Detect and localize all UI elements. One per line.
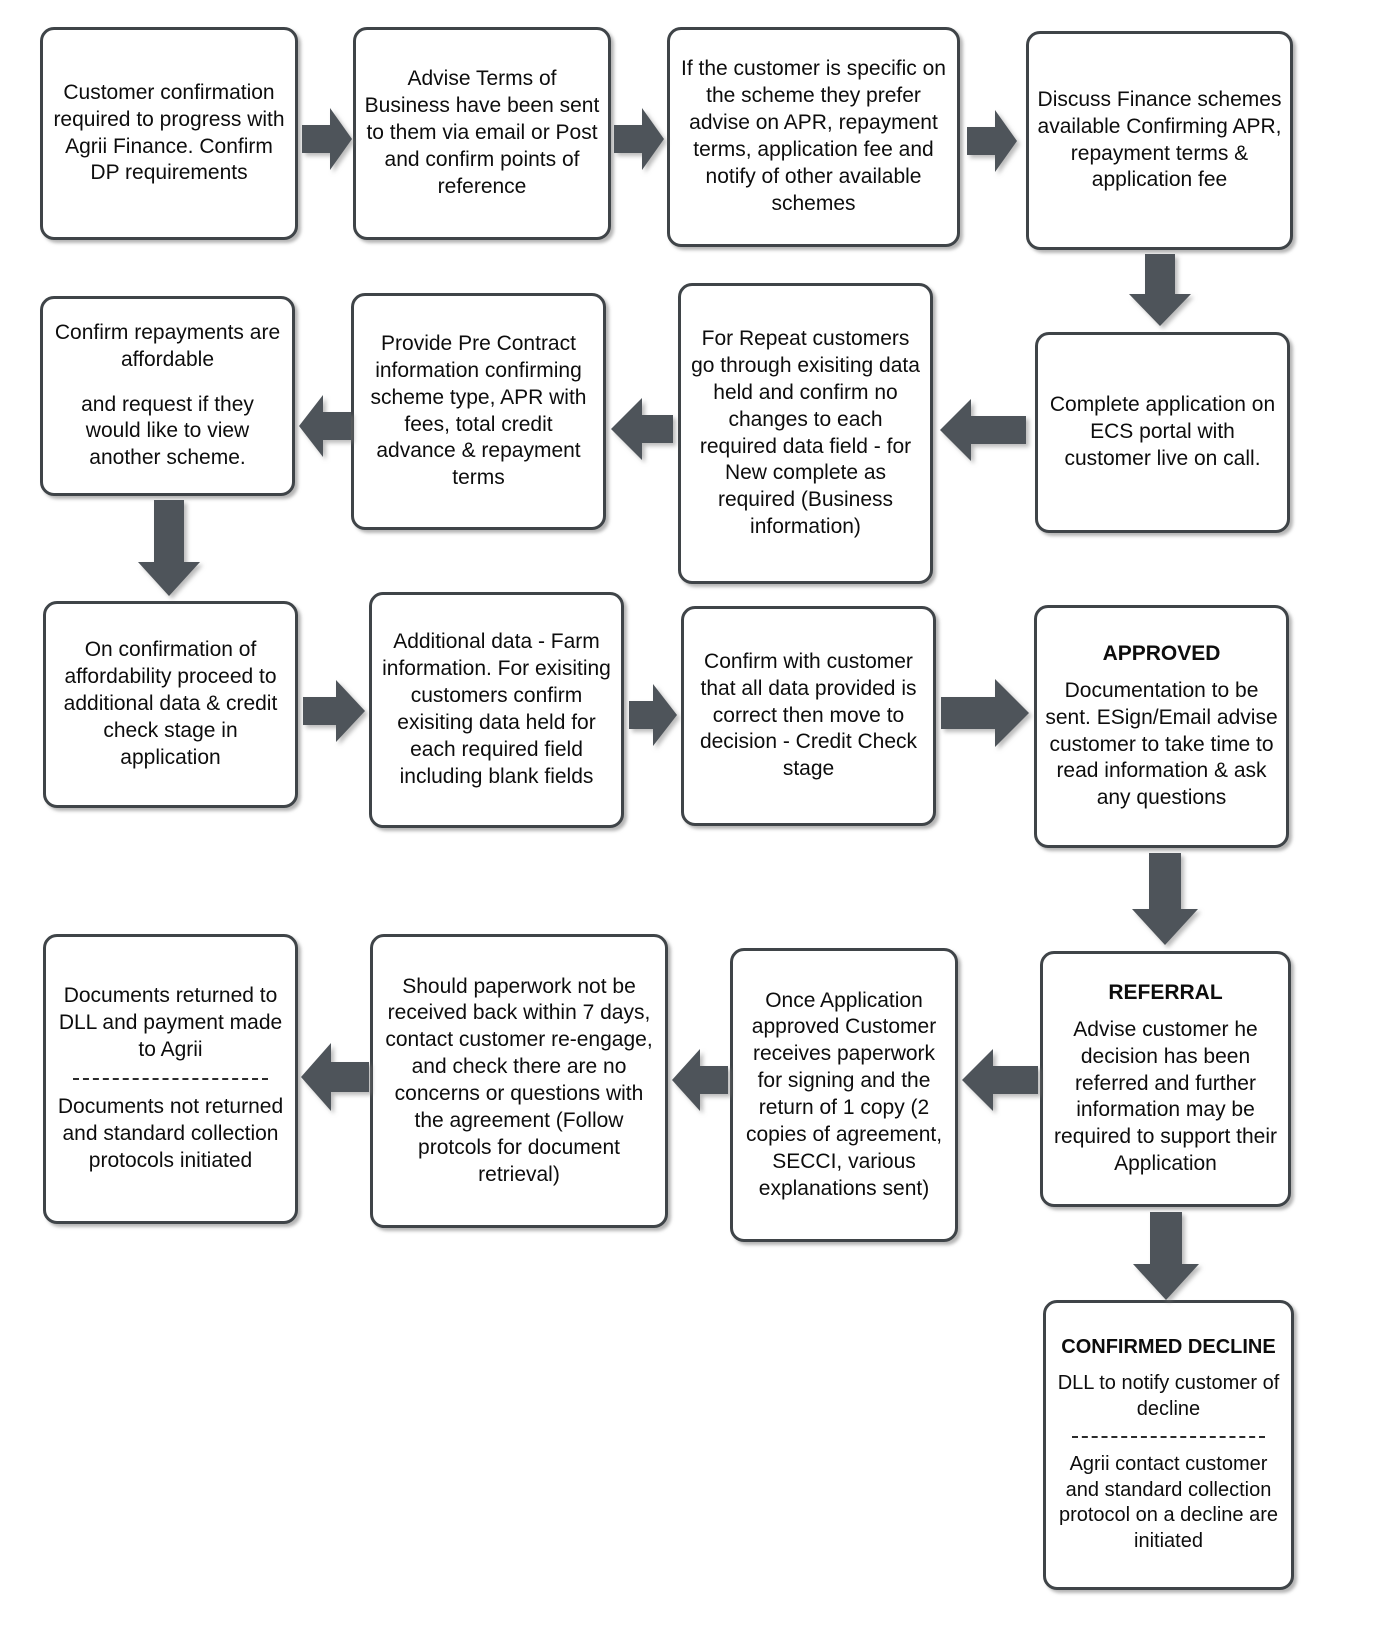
arrow-down-n8-n9 <box>138 500 200 596</box>
node-text: Additional data - Farm information. For … <box>382 630 611 788</box>
arrow-left-n15-n16 <box>301 1043 369 1111</box>
node-text: Should paperwork not be received back wi… <box>385 974 653 1186</box>
node-confirm-repayments-affordable[interactable]: Confirm repayments are affordable and re… <box>40 296 295 496</box>
arrow-left-n14-n15 <box>672 1049 728 1111</box>
node-text-part1: Documents returned to DLL and payment ma… <box>58 984 283 1062</box>
node-text: Discuss Finance schemes available Confir… <box>1037 87 1282 192</box>
node-header: APPROVED <box>1102 641 1221 665</box>
node-advise-terms-of-business[interactable]: Advise Terms of Business have been sent … <box>353 27 611 240</box>
node-discuss-finance-schemes[interactable]: Discuss Finance schemes available Confir… <box>1026 31 1293 250</box>
arrow-left-n6-n7 <box>611 398 673 460</box>
node-once-application-approved[interactable]: Once Application approved Customer recei… <box>730 948 958 1242</box>
arrow-right-n9-n10 <box>303 680 365 742</box>
node-documents-returned-dll[interactable]: Documents returned to DLL and payment ma… <box>43 934 298 1224</box>
node-text: Complete application on ECS portal with … <box>1049 393 1276 470</box>
node-text-part2: and request if they would like to view a… <box>81 392 254 470</box>
arrow-down-n13-n17 <box>1133 1212 1199 1300</box>
node-text: Provide Pre Contract information confirm… <box>370 331 587 490</box>
node-on-confirmation-affordability[interactable]: On confirmation of affordability proceed… <box>43 601 298 808</box>
node-text: Advise Terms of Business have been sent … <box>364 67 600 198</box>
node-provide-pre-contract-information[interactable]: Provide Pre Contract information confirm… <box>351 293 606 530</box>
dashed-divider <box>72 1078 269 1080</box>
node-confirm-data-correct[interactable]: Confirm with customer that all data prov… <box>681 606 936 826</box>
node-customer-specific-scheme[interactable]: If the customer is specific on the schem… <box>667 27 960 247</box>
node-text: If the customer is specific on the schem… <box>681 57 946 215</box>
node-approved[interactable]: APPROVED Documentation to be sent. ESign… <box>1034 605 1289 848</box>
node-confirmed-decline[interactable]: CONFIRMED DECLINE DLL to notify customer… <box>1043 1300 1294 1590</box>
node-text: For Repeat customers go through exisitin… <box>691 327 920 539</box>
node-customer-confirmation[interactable]: Customer confirmation required to progre… <box>40 27 298 240</box>
node-header: CONFIRMED DECLINE <box>1061 1336 1276 1359</box>
arrow-left-n13-n14 <box>962 1049 1038 1111</box>
node-text-part2: Documents not returned and standard coll… <box>57 1095 284 1172</box>
node-text-part1: Confirm repayments are affordable <box>54 320 281 371</box>
node-text: Once Application approved Customer recei… <box>745 988 943 1200</box>
node-referral[interactable]: REFERRAL Advise customer he decision has… <box>1040 951 1291 1207</box>
node-text-part1: DLL to notify customer of decline <box>1057 1372 1280 1420</box>
node-complete-application-ecs[interactable]: Complete application on ECS portal with … <box>1035 332 1290 533</box>
arrow-right-n2-n3 <box>614 108 664 170</box>
arrow-down-n12-n13 <box>1132 853 1198 945</box>
node-additional-data-farm-information[interactable]: Additional data - Farm information. For … <box>369 592 624 828</box>
node-text: On confirmation of affordability proceed… <box>63 638 278 769</box>
arrow-down-n4-n5 <box>1129 254 1191 326</box>
arrow-right-n11-n12 <box>941 679 1029 747</box>
node-text: Customer confirmation required to progre… <box>53 80 285 185</box>
node-paperwork-not-received[interactable]: Should paperwork not be received back wi… <box>370 934 668 1228</box>
dashed-divider <box>1072 1436 1265 1439</box>
arrow-right-n3-n4 <box>967 110 1017 172</box>
node-header: REFERRAL <box>1108 980 1223 1004</box>
arrow-right-n1-n2 <box>302 108 352 170</box>
node-repeat-customers-data[interactable]: For Repeat customers go through exisitin… <box>678 283 933 584</box>
node-text: Documentation to be sent. ESign/Email ad… <box>1045 678 1278 810</box>
node-text: Advise customer he decision has been ref… <box>1054 1017 1277 1176</box>
node-text-part2: Agrii contact customer and standard coll… <box>1058 1453 1279 1552</box>
arrow-left-n7-n8 <box>299 395 351 457</box>
arrow-left-n5-n6 <box>940 399 1026 461</box>
node-text: Confirm with customer that all data prov… <box>699 649 918 781</box>
arrow-right-n10-n11 <box>629 684 677 746</box>
